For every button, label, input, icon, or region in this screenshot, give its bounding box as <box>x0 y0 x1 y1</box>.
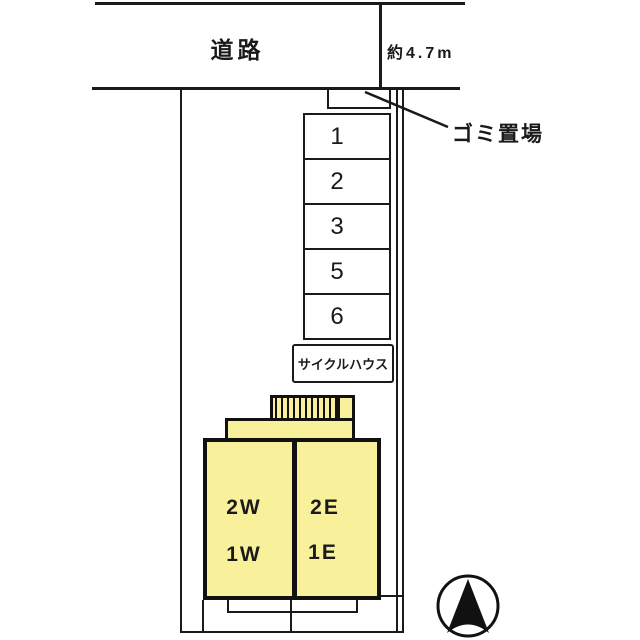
right-connector-line <box>381 595 403 597</box>
road-width-note: 約4.7m <box>387 45 455 62</box>
boundary-bottom-line <box>180 631 404 633</box>
entrance-porch <box>227 600 358 613</box>
room-1e-label: 1E <box>308 541 338 564</box>
room-1w-label: 1W <box>226 543 262 566</box>
parking-stall-1: 1 <box>303 113 391 160</box>
stairs-hatch-icon <box>275 398 337 418</box>
parking-stall-5: 5 <box>303 248 391 295</box>
building-center-divider <box>292 442 297 596</box>
road-label: 道路 <box>210 37 265 63</box>
room-2e-label: 2E <box>310 496 340 519</box>
room-2w-label: 2W <box>226 496 262 519</box>
road-bottom-line <box>92 87 460 90</box>
parking-stall-3: 3 <box>303 203 391 250</box>
boundary-left-line <box>180 87 182 633</box>
parking-column: 1 2 3 5 6 <box>303 113 391 340</box>
building-outline <box>203 438 381 600</box>
parking-stall-2: 2 <box>303 158 391 205</box>
boundary-right-outer-line <box>402 88 404 633</box>
cycle-house-box: サイクルハウス <box>292 344 394 383</box>
boundary-right-inner-line <box>396 88 398 632</box>
garbage-area-box <box>327 88 391 109</box>
parking-stall-6: 6 <box>303 293 391 340</box>
road-divider-line <box>379 2 382 88</box>
stairs-landing-divider <box>337 398 340 418</box>
road-top-line <box>95 2 465 5</box>
garbage-label: ゴミ置場 <box>452 123 544 146</box>
building-left-extension-line <box>202 600 204 632</box>
building-center-extension-line <box>290 600 292 632</box>
north-compass-icon <box>436 574 500 638</box>
stairs-block <box>270 395 355 421</box>
